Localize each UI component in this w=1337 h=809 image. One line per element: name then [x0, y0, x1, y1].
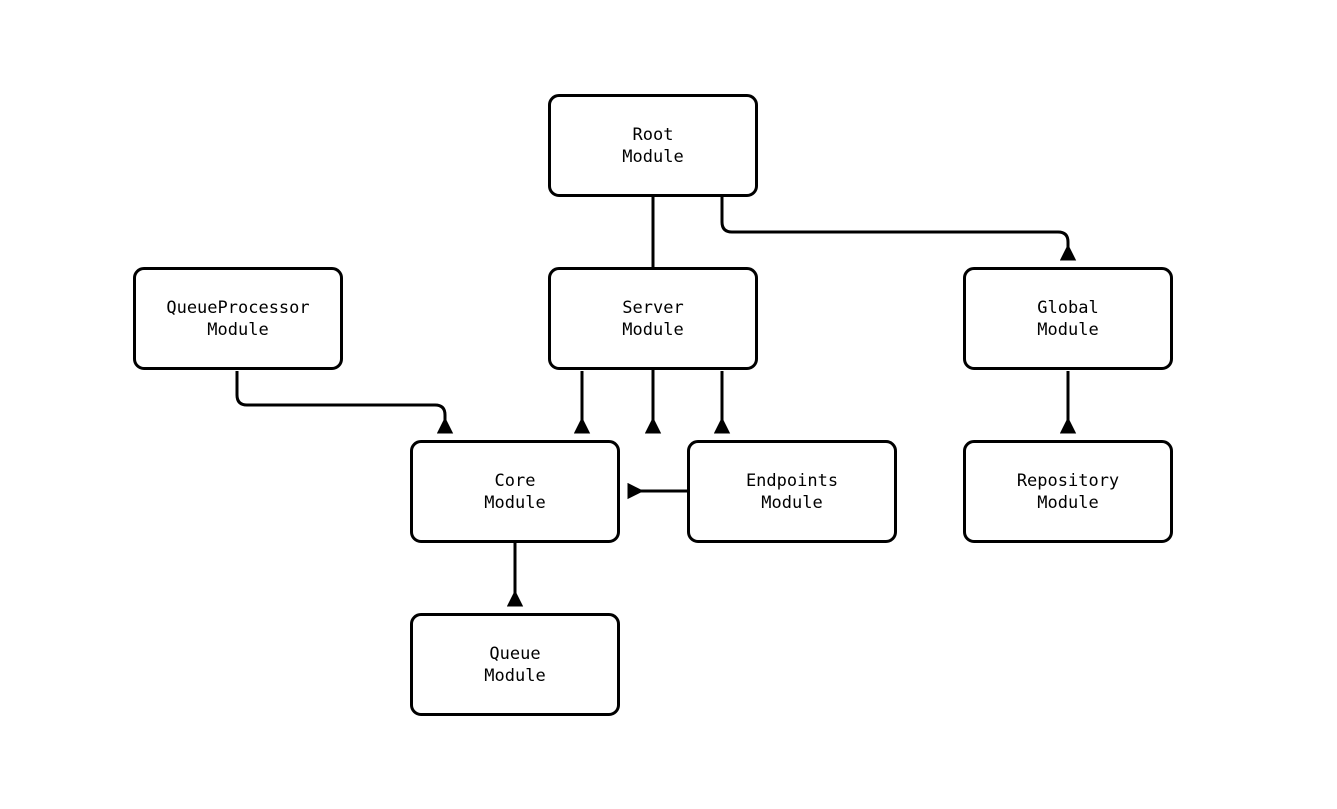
node-label-line1: Repository — [1016, 470, 1120, 491]
node-label-line2: Module — [484, 665, 546, 686]
node-label-line2: Module — [622, 319, 684, 340]
node-core-module[interactable]: Core Module — [410, 440, 620, 543]
node-label-line2: Module — [1037, 319, 1099, 340]
node-server-module[interactable]: Server Module — [548, 267, 758, 370]
node-queue-module[interactable]: Queue Module — [410, 613, 620, 716]
node-label-line1: Queue — [489, 643, 541, 664]
edge-queueprocessor-to-core — [235, 371, 454, 434]
node-endpoints-module[interactable]: Endpoints Module — [687, 440, 897, 543]
node-label-line1: QueueProcessor — [166, 297, 310, 318]
node-label-line1: Server — [622, 297, 684, 318]
node-label-line2: Module — [1037, 492, 1099, 513]
node-label-line1: Endpoints — [745, 470, 839, 491]
node-label-line1: Global — [1037, 297, 1099, 318]
node-label-line2: Module — [484, 492, 546, 513]
node-label-line1: Core — [494, 470, 536, 491]
node-global-module[interactable]: Global Module — [963, 267, 1173, 370]
node-label-line2: Module — [207, 319, 269, 340]
node-repository-module[interactable]: Repository Module — [963, 440, 1173, 543]
node-label-line2: Module — [622, 146, 684, 167]
edge-root-to-global — [720, 197, 1077, 261]
node-queueprocessor-module[interactable]: QueueProcessor Module — [133, 267, 343, 370]
node-label-line2: Module — [761, 492, 823, 513]
node-root-module[interactable]: Root Module — [548, 94, 758, 197]
node-label-line1: Root — [632, 124, 674, 145]
